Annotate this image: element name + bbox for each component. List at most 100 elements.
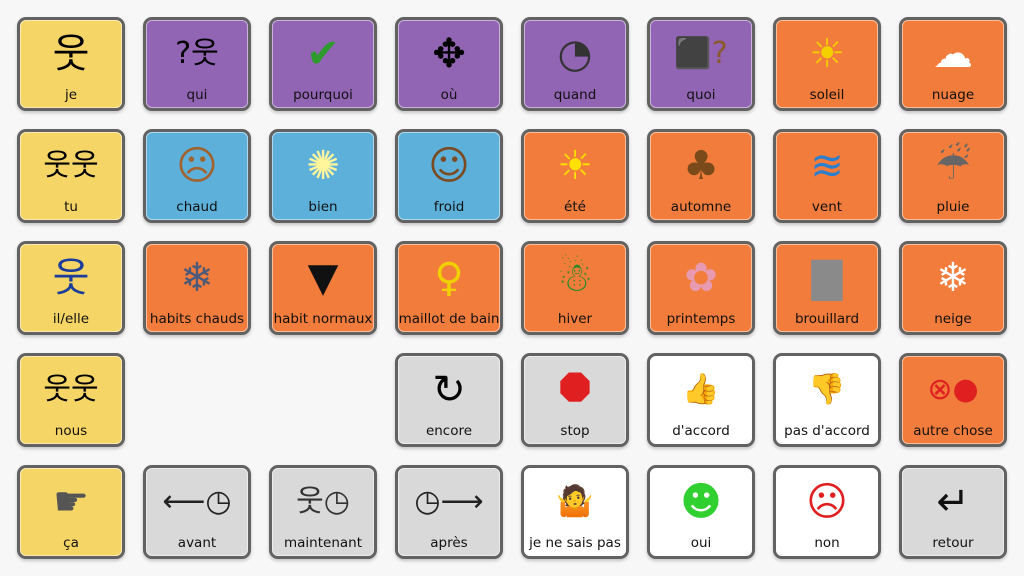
warm-clothes-icon: ❄ bbox=[180, 255, 214, 301]
cell-habits-chauds[interactable]: ❄ habits chauds bbox=[143, 241, 251, 335]
cell-neige[interactable]: ❄ neige bbox=[899, 241, 1007, 335]
cell-label: maintenant bbox=[283, 535, 362, 551]
cell-habit-normaux[interactable]: ▼habit normaux bbox=[269, 241, 377, 335]
cell-pourquoi[interactable]: ✔pourquoi bbox=[269, 17, 377, 111]
cell-oui[interactable]: ☻ oui bbox=[647, 465, 755, 559]
cell-retour[interactable]: ↵retour bbox=[899, 465, 1007, 559]
fog-icon: ▇ bbox=[811, 255, 843, 301]
cell-label: brouillard bbox=[794, 311, 860, 327]
rain-cloud-icon: ☔ bbox=[935, 143, 971, 189]
cell-pluie[interactable]: ☔pluie bbox=[899, 129, 1007, 223]
other-thing-icon: ⊗● bbox=[927, 372, 979, 407]
thumbs-up-icon: 👍 bbox=[682, 372, 720, 407]
cell-label: automne bbox=[670, 199, 732, 215]
check-arrow-icon: ✔ bbox=[306, 31, 340, 77]
cell-label: pas d'accord bbox=[784, 423, 870, 439]
cell-qui[interactable]: ?웃 qui bbox=[143, 17, 251, 111]
cell-avant[interactable]: ⟵◷avant bbox=[143, 465, 251, 559]
cell-d-accord[interactable]: 👍 d'accord bbox=[647, 353, 755, 447]
cell-quand[interactable]: ◔quand bbox=[521, 17, 629, 111]
cell-label: autre chose bbox=[913, 423, 993, 439]
summer-icon: ☀ bbox=[557, 143, 593, 189]
cell-label: été bbox=[564, 199, 586, 215]
cell-je-ne-sais-pas[interactable]: 🤷 je ne sais pas bbox=[521, 465, 629, 559]
cell-label: je ne sais pas bbox=[529, 535, 621, 551]
person-pointed-icon: 웃 bbox=[52, 255, 90, 301]
cell-stop[interactable]: ⯃ stop bbox=[521, 353, 629, 447]
cell-label: neige bbox=[934, 311, 972, 327]
cell-encore[interactable]: ↻ encore bbox=[395, 353, 503, 447]
cell-label: vent bbox=[811, 199, 843, 215]
cell-label: stop bbox=[560, 423, 590, 439]
autumn-tree-icon: ♣ bbox=[683, 143, 719, 189]
cell-non[interactable]: ☹non bbox=[773, 465, 881, 559]
cell-label: quoi bbox=[686, 87, 716, 103]
cell-label: d'accord bbox=[672, 423, 730, 439]
return-arrow-icon: ↵ bbox=[936, 479, 970, 525]
cell-label: il/elle bbox=[52, 311, 90, 327]
person-glowing-icon: ✺ bbox=[306, 143, 340, 189]
stop-sign-icon: ⯃ bbox=[559, 367, 591, 413]
cloud-icon: ☁ bbox=[933, 31, 973, 77]
cell-label: où bbox=[440, 87, 458, 103]
cell-autre-chose[interactable]: ⊗● autre chose bbox=[899, 353, 1007, 447]
cell-après[interactable]: ◷⟶ après bbox=[395, 465, 503, 559]
cell-été[interactable]: ☀ été bbox=[521, 129, 629, 223]
cell-maintenant[interactable]: 웃◷ maintenant bbox=[269, 465, 377, 559]
cell-je[interactable]: 웃 je bbox=[17, 17, 125, 111]
cell-label: ça bbox=[63, 535, 79, 551]
cell-automne[interactable]: ♣ automne bbox=[647, 129, 755, 223]
shrug-icon: 🤷 bbox=[556, 484, 594, 519]
wind-tree-icon: ≋ bbox=[810, 143, 844, 189]
sweating-face-icon: ☹ bbox=[176, 143, 218, 189]
blossom-tree-icon: ✿ bbox=[684, 255, 718, 301]
cell-brouillard[interactable]: ▇ brouillard bbox=[773, 241, 881, 335]
person-clock-icon: 웃◷ bbox=[296, 484, 350, 519]
cell-il-elle[interactable]: 웃 il/elle bbox=[17, 241, 125, 335]
cell-chaud[interactable]: ☹ chaud bbox=[143, 129, 251, 223]
cell-label: habits chauds bbox=[149, 311, 245, 327]
cell-label: soleil bbox=[809, 87, 845, 103]
cell-o-[interactable]: ✥ où bbox=[395, 17, 503, 111]
cell-label: non bbox=[814, 535, 840, 551]
clock-after-icon: ◷⟶ bbox=[414, 484, 484, 519]
cell-quoi[interactable]: ⬛?quoi bbox=[647, 17, 755, 111]
cell-label: qui bbox=[186, 87, 208, 103]
cell-label: je bbox=[64, 87, 78, 103]
clock-circle-icon: ◔ bbox=[557, 31, 593, 77]
cell-froid[interactable]: ☺ froid bbox=[395, 129, 503, 223]
cell-label: nuage bbox=[931, 87, 975, 103]
happy-face-icon: ☻ bbox=[680, 479, 722, 525]
communication-board: 웃 je ?웃 qui ✔pourquoi ✥ où ◔quand⬛?quoi ☀ soleil ☁… bbox=[17, 17, 1007, 559]
pointing-object-icon: ☛ bbox=[53, 479, 89, 525]
snowman-icon: ☃ bbox=[557, 255, 593, 301]
cold-face-icon: ☺ bbox=[428, 143, 470, 189]
person-pointing-other-icon: 웃웃 bbox=[43, 148, 99, 183]
cell-label: habit normaux bbox=[273, 311, 373, 327]
cell-label: après bbox=[430, 535, 468, 551]
cell-bien[interactable]: ✺ bien bbox=[269, 129, 377, 223]
four-arrows-question-icon: ✥ bbox=[432, 31, 466, 77]
cell-label: chaud bbox=[176, 199, 218, 215]
cell-label: encore bbox=[425, 423, 473, 439]
cell-label: froid bbox=[433, 199, 465, 215]
cell-label: bien bbox=[308, 199, 338, 215]
cell-maillot-de-bain[interactable]: ♀maillot de bain bbox=[395, 241, 503, 335]
cell-pas-d-accord[interactable]: 👎 pas d'accord bbox=[773, 353, 881, 447]
cell-nuage[interactable]: ☁ nuage bbox=[899, 17, 1007, 111]
snow-icon: ❄ bbox=[936, 255, 970, 301]
two-people-icon: 웃웃 bbox=[43, 372, 99, 407]
cell-label: oui bbox=[690, 535, 712, 551]
cell-ça[interactable]: ☛ ça bbox=[17, 465, 125, 559]
question-person-icon: ?웃 bbox=[175, 36, 219, 71]
thumbs-down-icon: 👎 bbox=[808, 372, 846, 407]
cell-printemps[interactable]: ✿printemps bbox=[647, 241, 755, 335]
person-pointing-self-icon: 웃 bbox=[52, 31, 90, 77]
repeat-arrows-icon: ↻ bbox=[432, 367, 466, 413]
sun-icon: ☀ bbox=[809, 31, 845, 77]
cell-vent[interactable]: ≋ vent bbox=[773, 129, 881, 223]
cell-hiver[interactable]: ☃hiver bbox=[521, 241, 629, 335]
cell-soleil[interactable]: ☀ soleil bbox=[773, 17, 881, 111]
